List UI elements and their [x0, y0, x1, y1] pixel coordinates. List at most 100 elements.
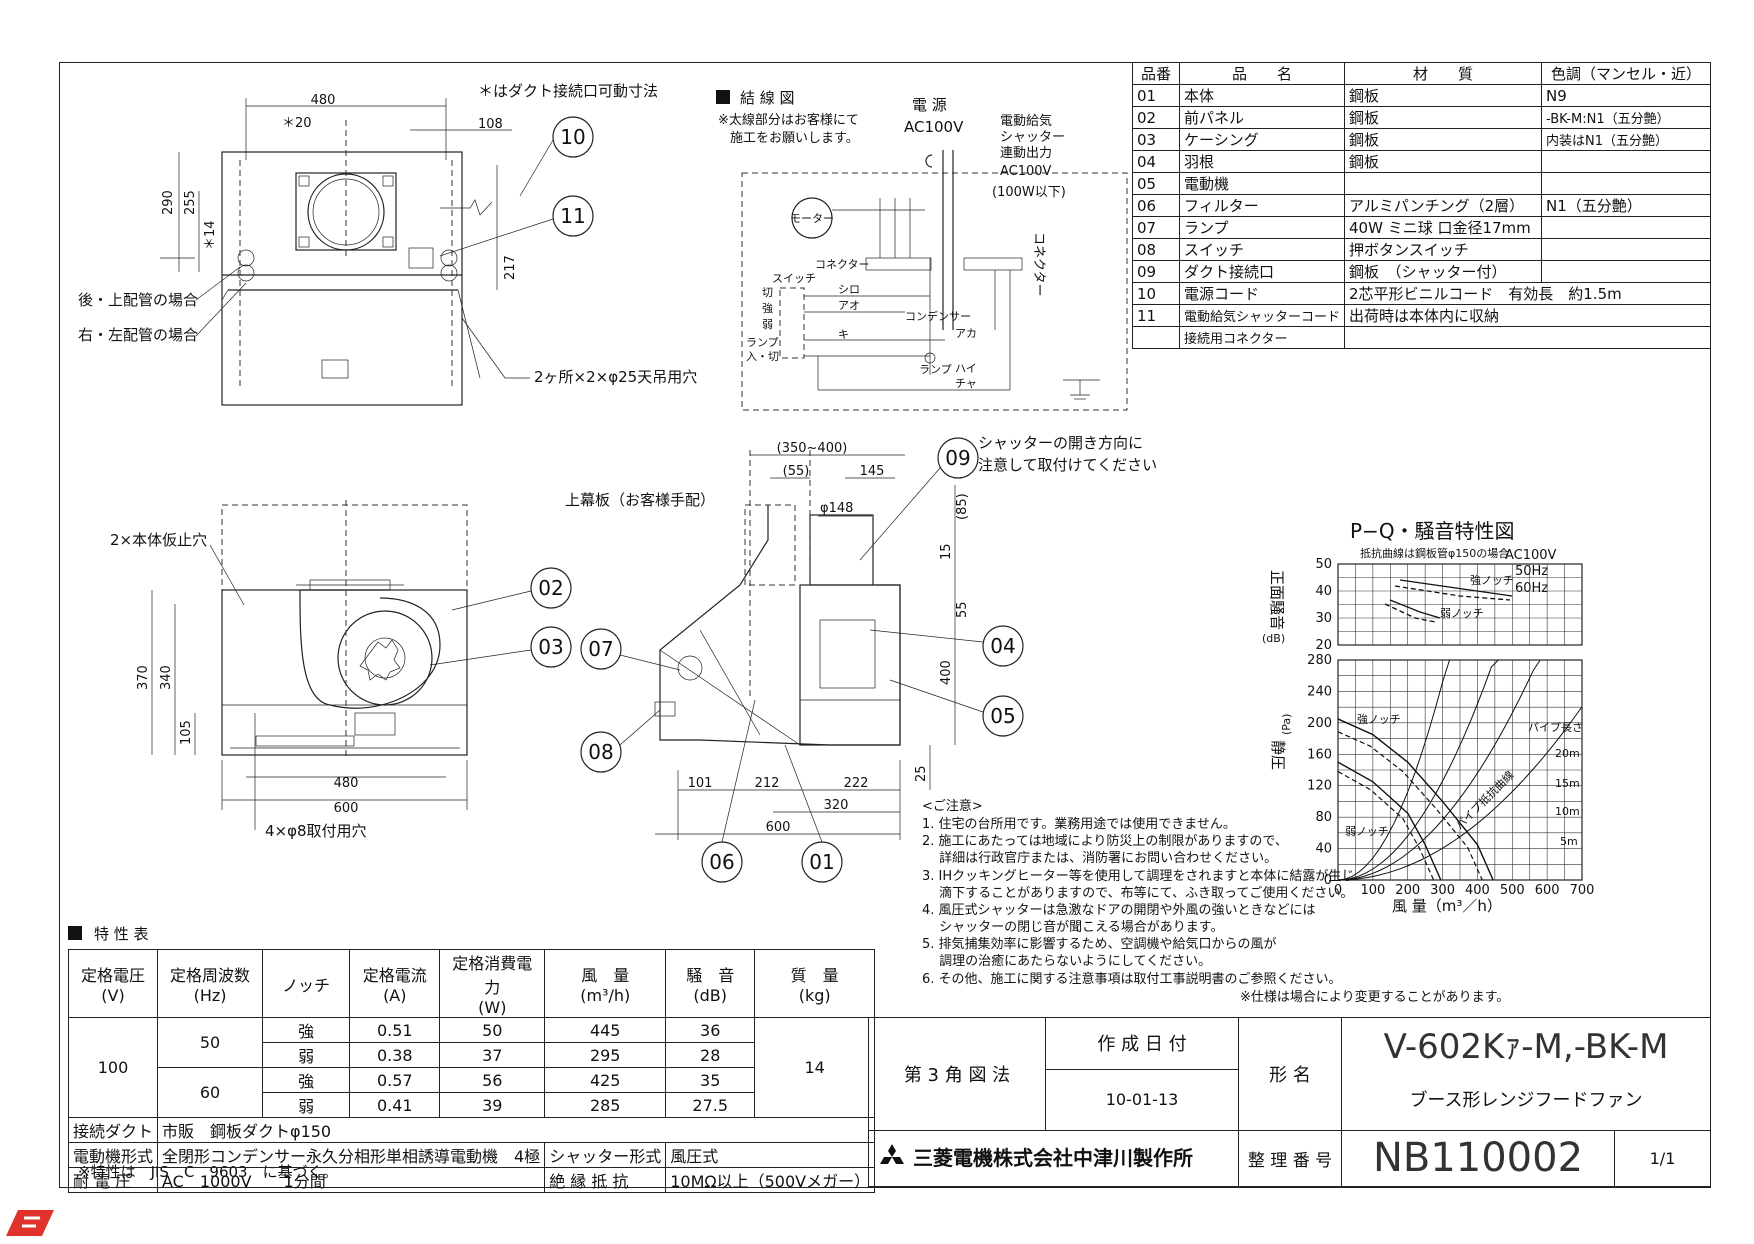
- caution-5b: 調理の治癒にあたらないようにしてください。: [922, 953, 1211, 969]
- model-name: V-602Kｧ-M,-BK-M: [1341, 1017, 1711, 1069]
- pq-xtick: 300: [1430, 883, 1455, 898]
- dim-370: 370: [136, 665, 151, 690]
- pq-series-1-50hz: [1337, 771, 1435, 881]
- parts-header-name: 品 名: [1178, 62, 1346, 85]
- pq-ytick: 280: [1307, 653, 1332, 668]
- chart-title: P−Q・騒音特性図: [1350, 519, 1515, 543]
- dim-320: 320: [824, 798, 849, 813]
- callout-05: 05: [990, 704, 1015, 728]
- pipe-15m: 15m: [1555, 777, 1580, 790]
- caution-6: 6. その他、施工に関する注意事項は取付工事説明書のご参照ください。: [922, 971, 1342, 987]
- noise-weak-label: 弱ノッチ: [1440, 607, 1484, 620]
- pq-pipe-label: パイプ抵抗曲線: [1452, 768, 1516, 832]
- legend-50hz: 50Hz: [1515, 564, 1548, 579]
- callout-02: 02: [538, 576, 563, 600]
- wire-white: シロ: [838, 283, 860, 296]
- lamp-switch-onoff: 入・切: [746, 350, 779, 363]
- motor-label: モーター: [790, 212, 834, 225]
- parts-header-no: 品番: [1132, 62, 1180, 85]
- dim-350-400: (350~400): [777, 441, 848, 456]
- mitsubishi-logo-icon: [877, 1143, 907, 1175]
- callout-06: 06: [709, 850, 734, 874]
- noise-note: 抵抗曲線は鋼板管φ150の場合: [1360, 546, 1509, 560]
- condenser-label: コンデンサー: [905, 309, 971, 323]
- switch-off: 切: [762, 286, 773, 299]
- pq-pipe-length-label: パイプ長さ: [1528, 721, 1583, 734]
- spec-freq-50: 50: [157, 1017, 264, 1068]
- wiring-note-2: 施工をお願いします。: [730, 131, 859, 146]
- title-block: 第 3 角 図 法 作 成 日 付 形 名 V-602Kｧ-M,-BK-M 10…: [868, 1017, 1711, 1187]
- noise-ytick: 20: [1315, 638, 1332, 653]
- noise-strong-label: 強ノッチ: [1470, 574, 1514, 587]
- spec-voltage: 100: [67, 1017, 159, 1118]
- pq-xtick: 0: [1334, 883, 1342, 898]
- dim-600-front: 600: [334, 801, 359, 816]
- parts-header: 品番 品 名 材 質 色調（マンセル・近）: [1132, 62, 1711, 85]
- label-upper-curtain: 上幕板（お客様手配）: [565, 491, 715, 509]
- table-row: 電動機形式 全閉形コンデンサー永久分相形単相誘導電動機 4極 シャッター形式 風…: [67, 1142, 876, 1168]
- pq-series-1: [1337, 761, 1442, 881]
- pq-ylabel: 静圧: [1269, 740, 1287, 770]
- noise-strong-curve-50: [1394, 585, 1511, 601]
- pq-ytick: 200: [1307, 716, 1332, 731]
- noise-strong-curve: [1399, 579, 1513, 597]
- top-view: 480 ＊20 108 290 255 ＊14 217 後・上配管の場合 右・左…: [78, 93, 697, 406]
- pipe-curve: [1337, 659, 1451, 881]
- svg-text:(100W以下): (100W以下): [992, 185, 1066, 200]
- pq-series-0: [1337, 718, 1494, 881]
- pq-ytick: 40: [1315, 842, 1332, 857]
- switch-weak: 弱: [762, 318, 773, 331]
- pq-ytick: 80: [1315, 810, 1332, 825]
- caution-1: 1. 住宅の台所用です。業務用途では使用できません。: [922, 816, 1236, 832]
- callout-09: 09: [945, 446, 970, 470]
- caution-3b: 滴下することがありますので、布等にて、ふき取ってご使用ください。: [922, 885, 1353, 901]
- dim-20: ＊20: [282, 116, 312, 131]
- pq-yunit: (Pa): [1280, 714, 1293, 735]
- noise-weak-curve: [1389, 599, 1441, 619]
- dim-15: 15: [939, 543, 954, 560]
- projection-method: 第 3 角 図 法: [868, 1017, 1046, 1131]
- pq-strong-label: 強ノッチ: [1357, 713, 1401, 726]
- wire-blue: アオ: [838, 299, 860, 312]
- label-ceiling-holes: 2ヶ所×2×φ25天吊用穴: [534, 368, 697, 386]
- side-view: (350~400) (55) 145 φ148 (85) 15 55 400 2…: [565, 434, 1157, 883]
- switch-strong: 強: [762, 302, 773, 315]
- table-row: 耐 電 圧 AC 1000V 1分間 絶 縁 抵 抗 10MΩ以上（500Vメガ…: [67, 1167, 876, 1193]
- spec-table: 定格電圧 (V) 定格周波数 (Hz) ノッチ 定格電流 (A) 定格消費電力 …: [67, 949, 876, 1193]
- switch-label: スイッチ: [772, 272, 816, 285]
- power-value: AC100V: [904, 118, 964, 136]
- pq-xtick: 100: [1360, 883, 1385, 898]
- company-name: 三菱電機株式会社中津川製作所: [868, 1129, 1239, 1187]
- dim-25: 25: [914, 765, 929, 782]
- pipe-curve: [1337, 659, 1541, 881]
- lamp-switch-label: ランプ: [746, 336, 779, 349]
- caution-4a: 4. 風圧式シャッターは急激なドアの開閉や外風の強いときなどには: [922, 903, 1316, 918]
- label-right-left-piping: 右・左配管の場合: [78, 326, 198, 344]
- pq-xtick: 600: [1535, 883, 1560, 898]
- pq-ytick: 240: [1307, 684, 1332, 699]
- label-temp-holes: 2×本体仮止穴: [110, 531, 207, 549]
- spec-freq-60: 60: [157, 1067, 264, 1118]
- pipe-5m: 5m: [1560, 835, 1578, 848]
- power-label: 電 源: [912, 96, 947, 114]
- callout-08: 08: [588, 740, 613, 764]
- pq-ytick: 160: [1307, 747, 1332, 762]
- wire-red: アカ: [955, 327, 977, 340]
- dim-290: 290: [161, 190, 176, 215]
- page-number: 1/1: [1614, 1129, 1711, 1187]
- pipe-10m: 10m: [1555, 805, 1580, 818]
- dim-108: 108: [478, 117, 503, 132]
- drawing-sheet: [59, 62, 1711, 1188]
- pq-xtick: 400: [1465, 883, 1490, 898]
- header-note: ＊はダクト接続口可動寸法: [478, 82, 658, 100]
- table-row: 接続用コネクター: [1132, 326, 1711, 349]
- callout-07: 07: [588, 637, 613, 661]
- number-label: 整 理 番 号: [1238, 1129, 1342, 1187]
- dim-85: (85): [955, 493, 970, 520]
